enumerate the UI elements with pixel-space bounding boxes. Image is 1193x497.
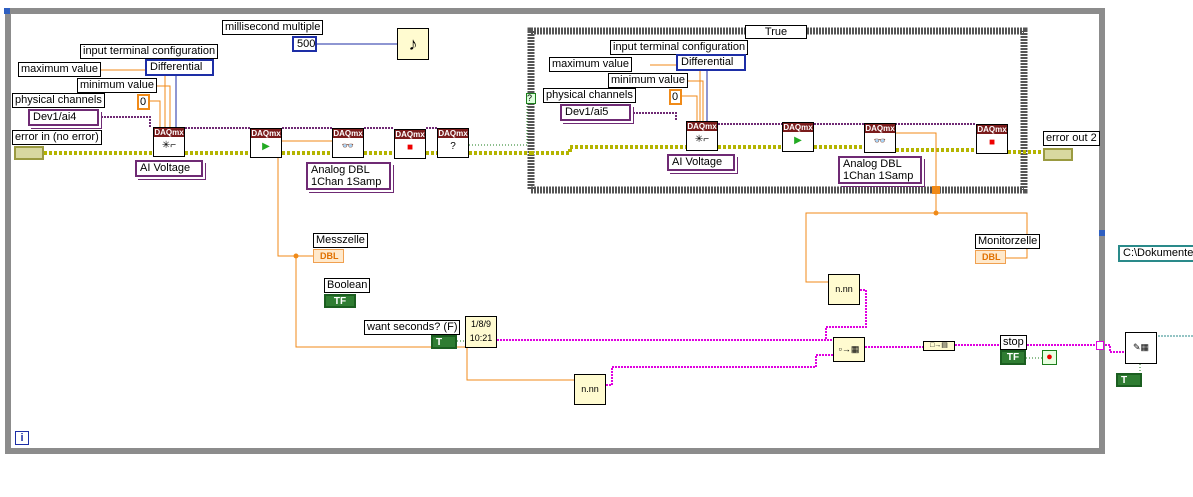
file-path-constant[interactable]: C:\Dokumente (1118, 245, 1193, 262)
monitorzelle-label: Monitorzelle (975, 234, 1041, 249)
daqmx-read[interactable]: DAQmx👓 (332, 128, 364, 158)
boolean-control[interactable]: TF (324, 294, 356, 308)
case-physical-channels-label: physical channels (543, 88, 636, 103)
stop-button-terminal[interactable]: TF (1000, 350, 1026, 365)
boolean-label: Boolean (324, 278, 371, 293)
daqmx-create-channel[interactable]: DAQmx✳⌐ (153, 127, 185, 157)
physical-channels-constant[interactable]: Dev1/ai4 (28, 109, 99, 126)
case-daqmx-stop-task[interactable]: DAQmx■ (976, 124, 1008, 154)
case-daqmx-start-task[interactable]: DAQmx▶ (782, 122, 814, 152)
loop-condition-stop-icon[interactable]: ● (1042, 350, 1057, 365)
iteration-terminal: i (15, 431, 29, 445)
messzelle-indicator: DBL (313, 249, 344, 263)
want-seconds-constant[interactable]: T (431, 335, 457, 349)
millisecond-multiple-label: millisecond multiple (222, 20, 324, 35)
ai-voltage-selector[interactable]: AI Voltage (135, 160, 203, 177)
millisecond-constant[interactable]: 500 (292, 36, 317, 52)
case-maximum-value-label: maximum value (549, 57, 633, 72)
daqmx-is-task-done[interactable]: DAQmx? (437, 128, 469, 158)
minimum-value-label: minimum value (77, 78, 157, 93)
while-loop-border (5, 8, 1105, 454)
physical-channels-label: physical channels (12, 93, 105, 108)
daqmx-stop-task[interactable]: DAQmx■ (394, 129, 426, 159)
monitorzelle-indicator: DBL (975, 250, 1006, 264)
messzelle-label: Messzelle (313, 233, 368, 248)
case-input-terminal-config-label: input terminal configuration (610, 40, 749, 55)
maximum-value-label: maximum value (18, 62, 102, 77)
stop-label: stop (1000, 335, 1027, 350)
input-terminal-config-label: input terminal configuration (80, 44, 219, 59)
loop-tunnel (1096, 341, 1104, 350)
case-read-mode-selector[interactable]: Analog DBL 1Chan 1Samp (838, 156, 922, 184)
error-out-label: error out 2 (1043, 131, 1100, 146)
want-seconds-label: want seconds? (F) (364, 320, 461, 335)
input-terminal-config-ring[interactable]: Differential (145, 59, 214, 76)
case-daqmx-read[interactable]: DAQmx👓 (864, 123, 896, 153)
case-physical-channels-constant[interactable]: Dev1/ai5 (560, 104, 631, 121)
metronome-icon[interactable]: ♪ (397, 28, 429, 60)
case-selector-tunnel: ? (526, 93, 536, 104)
array-to-spreadsheet-string[interactable]: □→▤ (923, 341, 955, 351)
error-in-control[interactable] (14, 146, 44, 160)
case-input-terminal-config-ring[interactable]: Differential (676, 54, 746, 71)
case-selector[interactable]: True (745, 25, 807, 39)
case-minimum-value-label: minimum value (608, 73, 688, 88)
build-array[interactable]: ▫→▦ (833, 337, 865, 362)
format-number-to-string-2[interactable]: n.nn (828, 274, 860, 305)
case-ai-voltage-selector[interactable]: AI Voltage (667, 154, 735, 171)
read-mode-selector[interactable]: Analog DBL 1Chan 1Samp (306, 162, 391, 190)
case-minimum-value-constant[interactable]: 0 (669, 89, 682, 105)
error-in-label: error in (no error) (12, 130, 102, 145)
error-out-indicator (1043, 148, 1073, 161)
case-daqmx-create-channel[interactable]: DAQmx✳⌐ (686, 121, 718, 151)
daqmx-start-task[interactable]: DAQmx▶ (250, 128, 282, 158)
format-number-to-string[interactable]: n.nn (574, 374, 606, 405)
transpose-constant[interactable]: T (1116, 373, 1142, 387)
write-to-spreadsheet-file[interactable]: ✎▦ (1125, 332, 1157, 364)
minimum-value-constant[interactable]: 0 (137, 94, 150, 110)
